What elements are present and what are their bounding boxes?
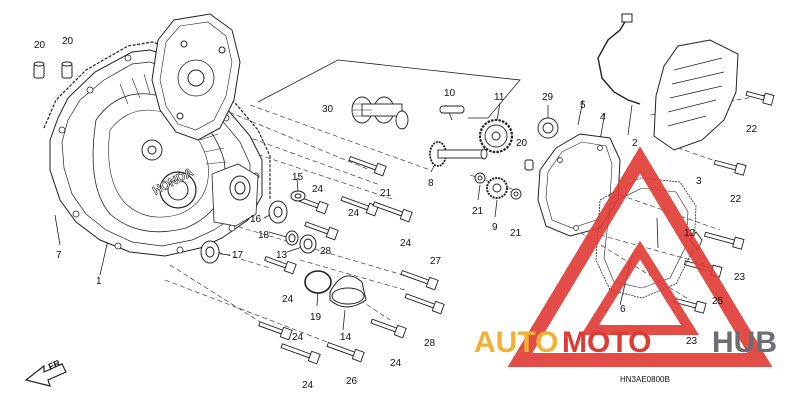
part-label-6: 6: [620, 304, 626, 315]
part-label-22: 22: [746, 124, 758, 135]
bolts: [258, 90, 775, 365]
part-label-20: 20: [516, 138, 528, 149]
part-label-24: 24: [390, 358, 402, 369]
part-label-30: 30: [322, 104, 334, 115]
part-label-8: 8: [428, 178, 434, 189]
part-label-4: 4: [600, 112, 606, 123]
part-label-10: 10: [444, 88, 456, 99]
part-label-24: 24: [292, 332, 304, 343]
part-label-2: 2: [632, 138, 638, 149]
part-label-3: 3: [696, 176, 702, 187]
part-label-21: 21: [380, 188, 392, 199]
wire-clip-end: [621, 13, 633, 23]
part-label-12: 12: [684, 228, 696, 239]
part-label-26: 26: [346, 376, 358, 387]
front-direction-arrow: FR.: [24, 357, 67, 387]
wire-clip: [597, 19, 641, 105]
part-label-11: 11: [494, 92, 505, 103]
watermark-triangle-logo: [507, 146, 773, 367]
part-label-21: 21: [510, 228, 522, 239]
part-label-18: 18: [258, 230, 270, 241]
part-label-24: 24: [400, 238, 412, 249]
part-label-19: 19: [310, 312, 322, 323]
part-number-labels: 20 20 7 1 17 16 18 13 15 24 21 24 24 28 …: [34, 36, 758, 391]
part-label-20: 20: [34, 40, 46, 51]
automotohub-watermark: AUTO MOTO HUB: [474, 146, 777, 367]
part-label-22: 22: [730, 194, 742, 205]
part-label-24: 24: [348, 208, 360, 219]
part-label-27: 27: [430, 256, 442, 267]
part-label-5: 5: [580, 100, 586, 111]
part-label-23: 23: [686, 336, 698, 347]
part-label-15: 15: [292, 172, 304, 183]
watermark-text-hub: HUB: [712, 326, 777, 359]
part-label-28: 28: [320, 246, 332, 257]
seals-and-orings: [200, 175, 367, 308]
part-label-23: 23: [734, 272, 746, 283]
part-label-21: 21: [472, 206, 484, 217]
gear-assemblies: [351, 96, 559, 200]
watermark-text-moto: MOTO: [562, 326, 651, 359]
part-label-24: 24: [302, 380, 314, 391]
front-arrow-icon: [24, 363, 67, 387]
heat-shield: [653, 39, 739, 151]
dowel-pins: [33, 61, 534, 171]
part-label-20: 20: [62, 36, 74, 47]
part-label-7: 7: [56, 250, 62, 261]
part-label-9: 9: [492, 222, 498, 233]
watermark-text-auto: AUTO: [474, 326, 558, 359]
part-label-29: 29: [542, 92, 554, 103]
part-label-28: 28: [424, 338, 436, 349]
right-side-cover: [537, 133, 697, 299]
part-label-24: 24: [282, 294, 294, 305]
part-label-25: 25: [712, 296, 724, 307]
part-label-13: 13: [276, 250, 288, 261]
part-label-16: 16: [250, 214, 262, 225]
part-label-14: 14: [340, 332, 352, 343]
rear-housing: [151, 13, 241, 141]
part-label-17: 17: [232, 250, 244, 261]
part-label-24: 24: [312, 184, 324, 195]
drawing-code: HN3AE0800B: [620, 375, 670, 384]
part-label-1: 1: [96, 276, 102, 287]
